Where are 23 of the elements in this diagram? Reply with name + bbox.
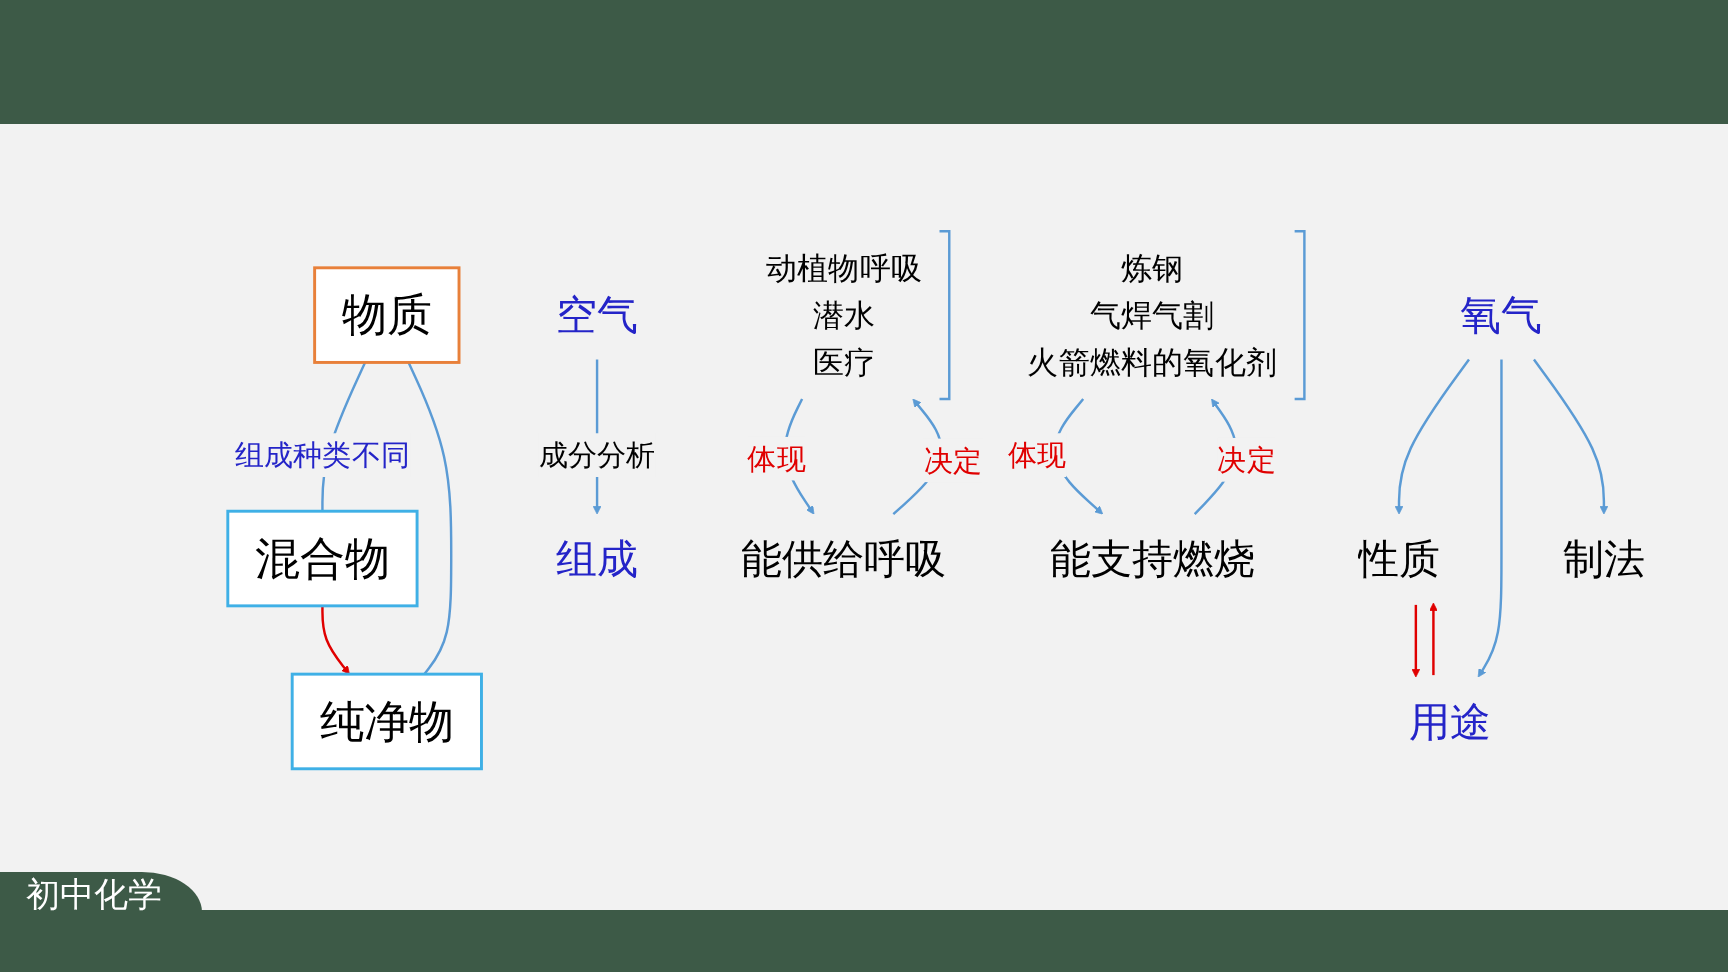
- edge-label: 成分分析: [538, 439, 656, 472]
- arrow: [1477, 359, 1503, 678]
- node-text: 组成: [556, 535, 639, 582]
- arrow: [1394, 358, 1470, 515]
- node-box: 混合物: [226, 509, 419, 608]
- node-text: 空气: [556, 292, 639, 339]
- node-text: 制法: [1562, 535, 1645, 582]
- arrow: [1411, 604, 1421, 678]
- node-text: 能供给呼吸: [741, 535, 947, 582]
- node-text: 用途: [1409, 698, 1492, 745]
- edge-label: 组成种类不同: [234, 439, 411, 472]
- edge-label: 体现: [1007, 439, 1067, 472]
- arrow: [1429, 602, 1438, 676]
- node-box: 物质: [313, 266, 461, 364]
- edge-label: 决定: [923, 444, 983, 477]
- subject-label: 初中化学: [0, 872, 202, 914]
- node-text: 能支持燃烧: [1049, 535, 1255, 582]
- node-text: 氧气: [1460, 292, 1543, 339]
- edge-label: 决定: [1217, 443, 1276, 476]
- arrow: [1532, 358, 1609, 515]
- node-box: 纯净物: [290, 672, 483, 771]
- edge-label: 体现: [747, 442, 806, 475]
- arrow: [321, 605, 350, 675]
